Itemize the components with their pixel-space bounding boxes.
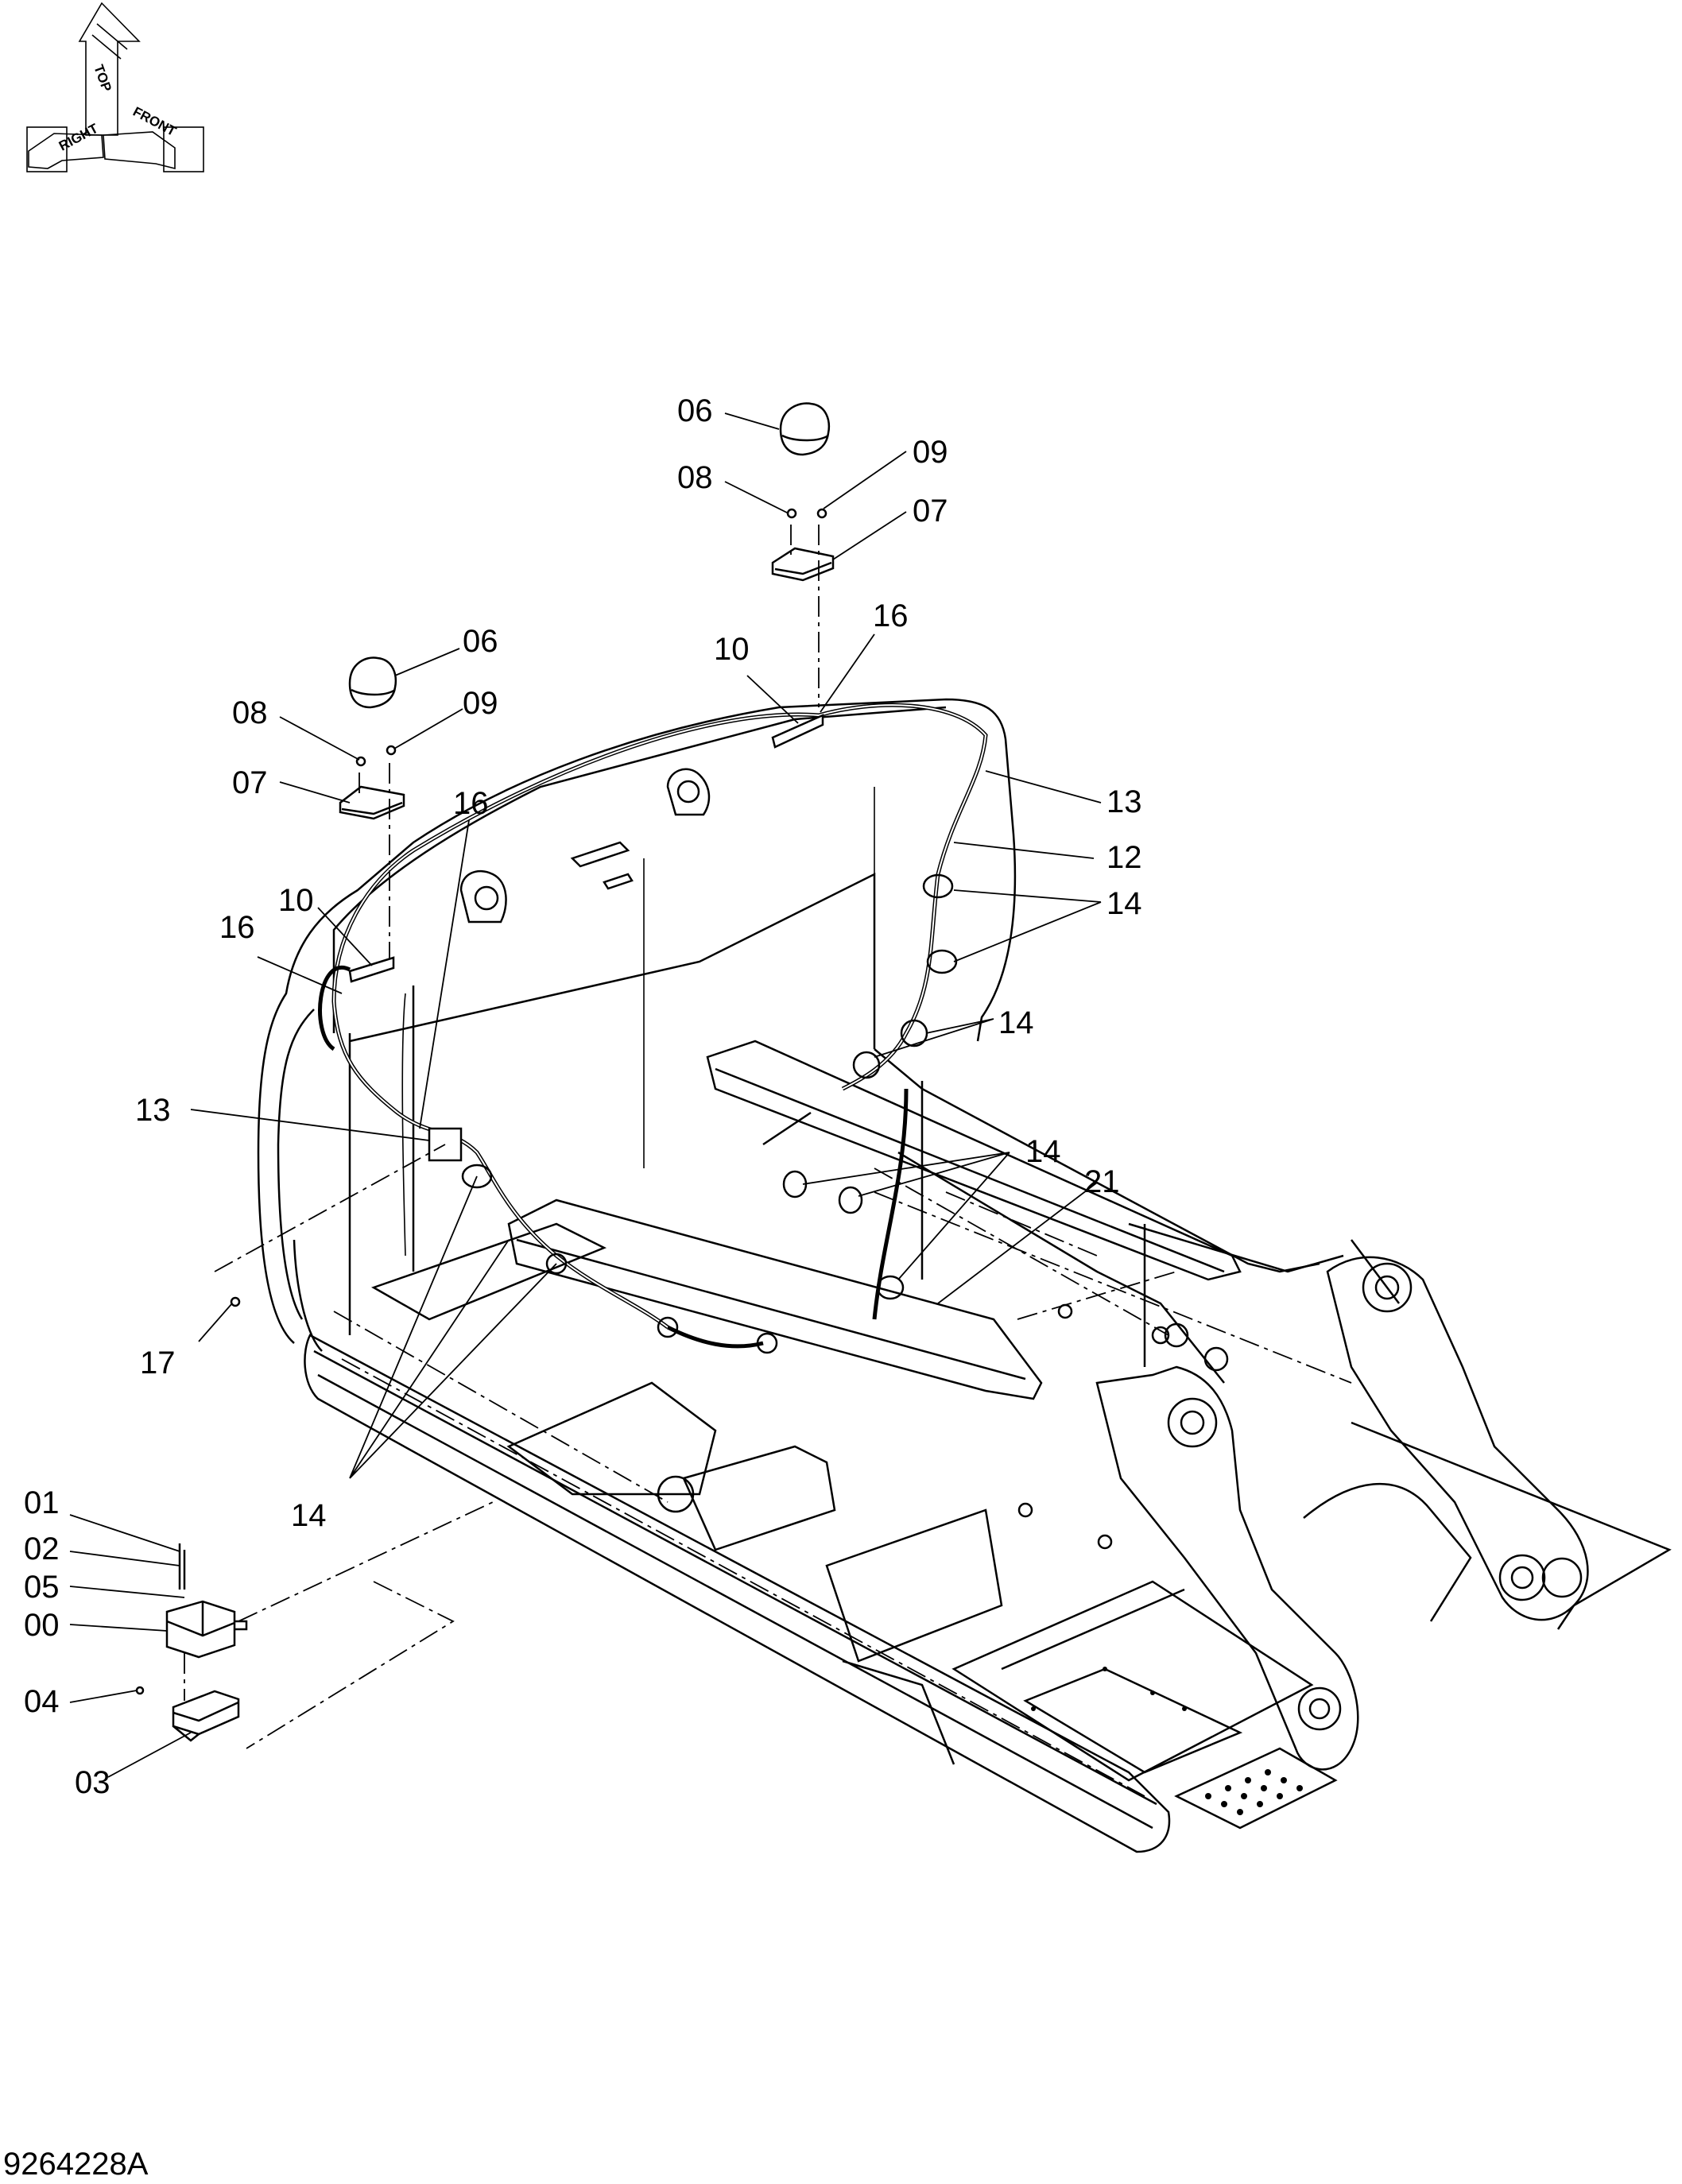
clip-14g (876, 1275, 905, 1300)
lamp-06-left (348, 656, 397, 709)
bracket-03 (172, 1690, 240, 1736)
clip-14h (461, 1164, 493, 1189)
bolt-17 (230, 1296, 241, 1307)
callout-14: 14 (998, 1005, 1034, 1040)
callout-05: 05 (24, 1570, 60, 1605)
document-number: 9264228A (3, 2147, 149, 2182)
callout-16: 16 (873, 598, 909, 633)
lifting-eye-right (666, 768, 711, 816)
callout-14: 14 (1025, 1134, 1061, 1169)
compass-label-right: RIGHT (56, 121, 101, 154)
plate-10-right (771, 714, 824, 749)
callout-21: 21 (1084, 1164, 1120, 1199)
boom-foot-bracket-left (1095, 1365, 1359, 1771)
lamp-housing-00 (165, 1600, 236, 1659)
callout-07: 07 (913, 494, 948, 529)
callout-13: 13 (1106, 784, 1142, 819)
clip-14a (922, 873, 954, 899)
screw-04 (135, 1686, 145, 1695)
clip-14i (545, 1253, 568, 1275)
lamp-assembly-left (339, 656, 405, 970)
clip-14e (782, 1170, 808, 1198)
callout-labels: 06 09 08 07 16 10 06 08 09 07 16 13 12 1… (24, 393, 1142, 1800)
screw-09-left (386, 745, 397, 756)
work-lamp-assembly (135, 1501, 494, 1749)
compass-label-top: TOP (91, 63, 114, 94)
callout-13: 13 (135, 1093, 171, 1128)
leader-lines (69, 412, 1102, 1778)
callout-10: 10 (714, 632, 750, 667)
cross-member-rear (706, 1040, 1242, 1281)
bracket-07-right (771, 547, 835, 582)
screw-08-left (355, 756, 366, 767)
counterweight-frame-assembly (257, 698, 1672, 1853)
callout-00: 00 (24, 1608, 60, 1643)
callout-07: 07 (232, 765, 268, 800)
lamp-06-right (779, 402, 830, 456)
step-plate (1174, 1747, 1338, 1830)
callout-09: 09 (463, 686, 498, 721)
callout-04: 04 (24, 1684, 60, 1719)
screw-08-right (786, 508, 797, 519)
lifting-eye-left (459, 869, 507, 924)
orientation-compass: TOP RIGHT FRONT (26, 2, 204, 172)
clip-14b (926, 949, 958, 974)
callout-17: 17 (140, 1346, 176, 1380)
callout-08: 08 (232, 695, 268, 730)
clip-14f (838, 1186, 863, 1214)
callout-12: 12 (1106, 840, 1142, 875)
side-rail (304, 1334, 1171, 1853)
callout-03: 03 (75, 1765, 110, 1800)
step-plate-pattern (1205, 1769, 1303, 1815)
harness-left (331, 712, 820, 1330)
lamp-assembly-right (771, 402, 835, 707)
floor-plate (951, 1580, 1314, 1782)
callout-16: 16 (453, 786, 489, 821)
boom-foot-bracket-right (1326, 1256, 1589, 1621)
callout-06: 06 (677, 393, 713, 428)
callout-14: 14 (1106, 886, 1142, 921)
callout-01: 01 (24, 1485, 60, 1520)
clip-14k (756, 1332, 778, 1354)
deck-center (825, 1508, 1003, 1663)
clip-14j (657, 1316, 679, 1338)
callout-10: 10 (278, 883, 314, 918)
wire-harness (318, 703, 988, 1354)
plate-10-left (348, 956, 395, 983)
cross-member-front (507, 1198, 1043, 1400)
callout-06: 06 (463, 624, 498, 659)
clip-14c (852, 1051, 881, 1079)
callout-16: 16 (219, 910, 255, 945)
callout-08: 08 (677, 460, 713, 495)
floor-rivets (1031, 1667, 1187, 1711)
callout-14: 14 (291, 1498, 327, 1533)
callout-02: 02 (24, 1532, 60, 1566)
screw-09-right (816, 508, 827, 519)
counterweight-shell (257, 698, 1017, 1344)
deck-left (370, 1222, 607, 1321)
callout-09: 09 (913, 435, 948, 470)
